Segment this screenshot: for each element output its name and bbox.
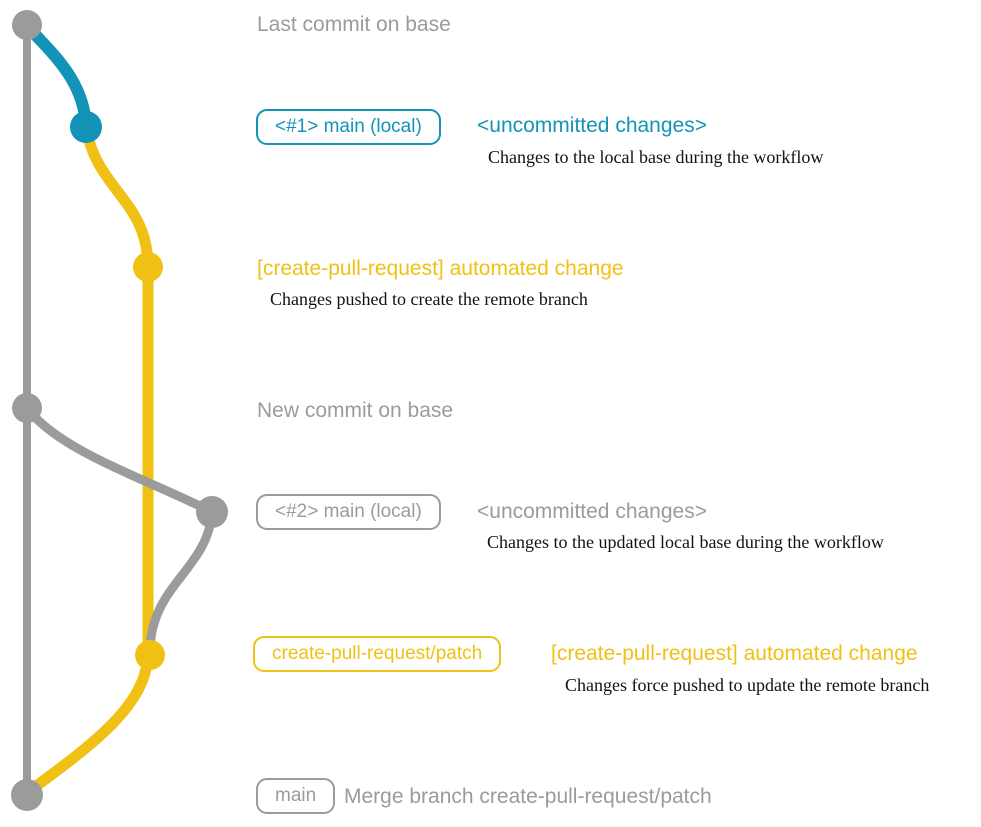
note-automated-change-1: [create-pull-request] automated change: [257, 257, 624, 280]
annotation-new-commit-on-base: New commit on base: [257, 399, 454, 422]
desc-force-push-update-remote-branch: Changes force pushed to update the remot…: [565, 675, 930, 695]
commit-node-local-1: [70, 111, 102, 143]
commit-node-merge: [11, 779, 43, 811]
annotation-last-commit-on-base: Last commit on base: [257, 13, 451, 36]
updated-local-main-curve-out: [22, 403, 217, 517]
note-automated-change-2: [create-pull-request] automated change: [551, 642, 918, 665]
commit-node-patch-1: [133, 252, 163, 282]
local-main-branch-curve: [21, 19, 92, 133]
commit-node-local-2: [196, 496, 228, 528]
commit-node-patch-2: [135, 640, 165, 670]
branch-badge-main-local-1: <#1> main (local): [256, 109, 441, 145]
updated-local-main-curve-in: [145, 507, 217, 657]
desc-local-base-changes-2: Changes to the updated local base during…: [487, 532, 884, 552]
note-merge-branch: Merge branch create-pull-request/patch: [344, 785, 712, 808]
commit-node-last-base: [12, 10, 42, 40]
patch-branch-curve: [22, 121, 154, 798]
desc-push-create-remote-branch: Changes pushed to create the remote bran…: [270, 289, 588, 309]
branch-badge-main: main: [256, 778, 336, 814]
desc-local-base-changes-1: Changes to the local base during the wor…: [488, 147, 824, 167]
note-uncommitted-changes-1: <uncommitted changes>: [477, 114, 707, 137]
branch-badge-main-local-2: <#2> main (local): [256, 494, 441, 530]
branch-badge-patch: create-pull-request/patch: [253, 636, 502, 672]
note-uncommitted-changes-2: <uncommitted changes>: [477, 500, 707, 523]
commit-node-new-base: [12, 393, 42, 423]
